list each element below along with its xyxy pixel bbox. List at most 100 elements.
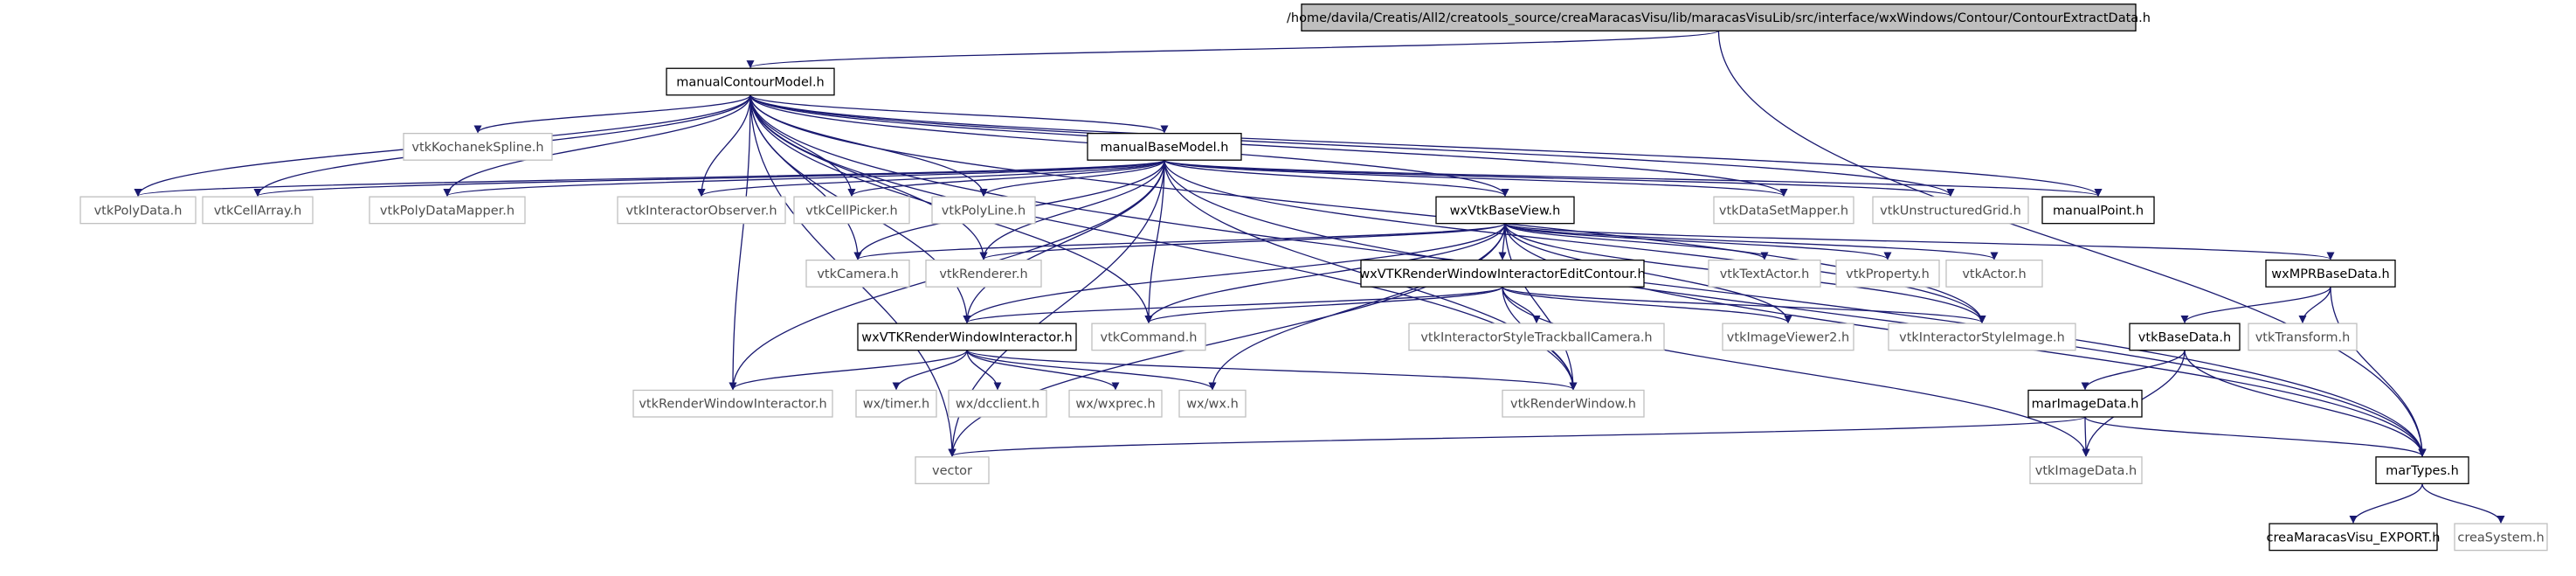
node-box <box>617 196 786 225</box>
node-wxVtkBaseView[interactable]: wxVtkBaseView.h <box>1435 196 1575 225</box>
node-label: creaSystem.h <box>2457 531 2544 545</box>
node-box <box>1301 3 2137 31</box>
node-creaMaracasVisu_EXPORT[interactable]: creaMaracasVisu_EXPORT.h <box>2267 523 2441 552</box>
edge-vtkBaseData-to-marTypes <box>2184 350 2427 457</box>
node-box <box>915 456 990 484</box>
edge-manualContourModel-to-vtkRenderWindowInteractor <box>729 94 751 391</box>
node-wxVTKRenderWindowInteractorEditContour[interactable]: wxVTKRenderWindowInteractorEditContour.h <box>1359 259 1646 288</box>
edge-manualBaseModel-to-vtkInteractorObserver <box>697 159 1165 198</box>
node-creaSystem: creaSystem.h <box>2454 523 2548 552</box>
node-box <box>2027 389 2143 418</box>
node-box <box>855 389 937 418</box>
node-box <box>1708 259 1821 288</box>
node-label: vtkInteractorStyleImage.h <box>1899 330 2065 344</box>
node-box <box>2041 196 2155 225</box>
edge-manualBaseModel-to-vtkPolyLine <box>979 159 1165 198</box>
node-vtkImageData: vtkImageData.h <box>2029 456 2143 484</box>
edge-manualBaseModel-to-marTypes <box>1164 160 2427 457</box>
node-label: vtkCamera.h <box>817 267 898 281</box>
edge-wxVtkBaseView-to-vtkCamera <box>853 223 1506 260</box>
node-box <box>2454 523 2548 552</box>
node-label: manualBaseModel.h <box>1101 141 1229 155</box>
node-label: vtkInteractorObserver.h <box>625 204 777 218</box>
edge-manualContourModel-to-manualBaseModel <box>749 94 1169 134</box>
edge-wxVtkBaseView-to-vtkCommand <box>1144 223 1506 324</box>
node-box <box>2248 323 2358 351</box>
edge-manualContourModel-to-vtkKochanekSpline <box>473 94 751 134</box>
node-box <box>202 196 314 225</box>
edge-wxVtkBaseView-to-wxVTKRenderWindowInteractor <box>963 223 1506 324</box>
node-vtkProperty: vtkProperty.h <box>1835 259 1940 288</box>
edge-marImageData-to-vector <box>949 416 2086 457</box>
dependency-edges <box>134 30 2505 524</box>
node-box <box>925 259 1042 288</box>
edge-wxVtkBaseView-to-vtkActor <box>1504 223 1999 260</box>
edge-manualBaseModel-to-vtkDataSetMapper <box>1164 159 1788 198</box>
node-vtkRenderWindowInteractor: vtkRenderWindowInteractor.h <box>632 389 833 418</box>
edge-wxVTKRenderWindowInteractorEditContour-to-vtkInteractorStyleImage <box>1502 286 1986 324</box>
node-vtkPolyLine: vtkPolyLine.h <box>931 196 1036 225</box>
node-label: vtkRenderWindow.h <box>1510 398 1636 412</box>
node-label: vtkKochanekSpline.h <box>411 141 543 155</box>
node-box <box>1872 196 2029 225</box>
node-box <box>1713 196 1854 225</box>
node-vtkCellPicker: vtkCellPicker.h <box>793 196 910 225</box>
node-label: vtkCellArray.h <box>214 204 302 218</box>
edge-wxVTKRenderWindowInteractor-to-vtkRenderWindowInteractor <box>729 350 968 391</box>
edge-manualBaseModel-to-manualPoint <box>1164 159 2103 198</box>
node-vtkImageViewer2: vtkImageViewer2.h <box>1722 323 1854 351</box>
node-label: manualContourModel.h <box>676 75 825 89</box>
node-label: vtkRenderWindowInteractor.h <box>639 398 826 412</box>
edge-wxVtkBaseView-to-wxMPRBaseData <box>1504 223 2335 260</box>
node-wxVTKRenderWindowInteractor[interactable]: wxVTKRenderWindowInteractor.h <box>857 323 1077 351</box>
node-box <box>1087 132 1242 161</box>
node-vtkRenderWindow: vtkRenderWindow.h <box>1502 389 1645 418</box>
node-label: wxVtkBaseView.h <box>1450 204 1561 218</box>
edge-wxMPRBaseData-to-vtkTransform <box>2298 287 2331 324</box>
node-label: vtkPolyDataMapper.h <box>380 204 515 218</box>
node-label: vtkRenderer.h <box>939 267 1027 281</box>
node-marTypes[interactable]: marTypes.h <box>2375 456 2469 484</box>
edge-root-to-manualContourModel <box>746 30 1720 69</box>
file-nodes: /home/davila/Creatis/All2/creatools_sour… <box>79 3 2548 552</box>
node-label: wx/dcclient.h <box>956 398 1039 412</box>
edge-manualBaseModel-to-vtkRenderer <box>979 160 1165 260</box>
node-marImageData[interactable]: marImageData.h <box>2027 389 2143 418</box>
node-box <box>805 259 910 288</box>
node-label: vtkImageViewer2.h <box>1727 330 1849 344</box>
edge-manualBaseModel-to-vtkUnstructuredGrid <box>1164 159 1955 198</box>
node-manualBaseModel[interactable]: manualBaseModel.h <box>1087 132 1242 161</box>
node-vtkBaseData[interactable]: vtkBaseData.h <box>2129 323 2241 351</box>
edge-marImageData-to-marTypes <box>2084 416 2427 457</box>
node-manualPoint[interactable]: manualPoint.h <box>2041 196 2155 225</box>
node-vtkActor: vtkActor.h <box>1945 259 2043 288</box>
node-label: vtkCellPicker.h <box>805 204 897 218</box>
node-label: vtkBaseData.h <box>2138 330 2231 344</box>
node-wxdcclient: wx/dcclient.h <box>948 389 1047 418</box>
edge-wxVTKRenderWindowInteractor-to-wxwx <box>966 350 1217 391</box>
edge-wxVTKRenderWindowInteractor-to-vtkRenderWindow <box>966 350 1578 391</box>
node-vtkTextActor: vtkTextActor.h <box>1708 259 1821 288</box>
node-wxMPRBaseData[interactable]: wxMPRBaseData.h <box>2265 259 2396 288</box>
node-label: /home/davila/Creatis/All2/creatools_sour… <box>1287 11 2151 25</box>
node-vtkInteractorStyleImage: vtkInteractorStyleImage.h <box>1888 323 2076 351</box>
edge-manualBaseModel-to-vtkPolyDataMapper <box>443 159 1165 198</box>
node-label: vtkPolyLine.h <box>942 204 1026 218</box>
node-wxwx: wx/wx.h <box>1178 389 1247 418</box>
node-label: vtkTransform.h <box>2255 330 2351 344</box>
node-box <box>1408 323 1665 351</box>
edge-wxMPRBaseData-to-marTypes <box>2330 287 2427 457</box>
edge-marImageData-to-vtkImageData <box>2082 416 2090 457</box>
edge-manualContourModel-to-manualPoint <box>749 94 2103 198</box>
node-box <box>1835 259 1940 288</box>
node-box <box>1945 259 2043 288</box>
node-box <box>793 196 910 225</box>
node-manualContourModel[interactable]: manualContourModel.h <box>666 67 835 96</box>
node-box <box>666 67 835 96</box>
edge-marTypes-to-creaMaracasVisu_EXPORT <box>2349 483 2423 524</box>
node-box <box>1888 323 2076 351</box>
node-root: /home/davila/Creatis/All2/creatools_sour… <box>1287 3 2151 31</box>
edge-manualBaseModel-to-vtkCommand <box>1144 160 1165 324</box>
node-label: wx/wxprec.h <box>1075 398 1155 412</box>
